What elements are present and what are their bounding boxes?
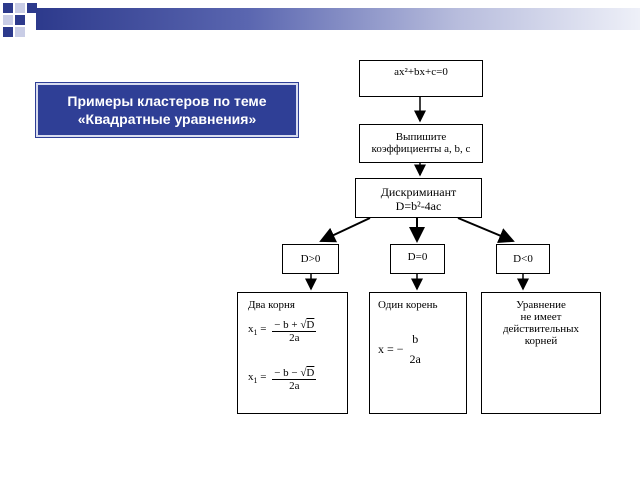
one-root-formula: x = − b 2a (378, 333, 421, 365)
no-roots-line-4: корней (524, 335, 558, 347)
no-roots-node: Уравнение не имеет действительных корней (481, 292, 601, 414)
equation-node: ax²+bx+c=0 (359, 60, 483, 97)
header-band (36, 8, 640, 30)
one-root-node: Один корень x = − b 2a (369, 292, 467, 414)
case-positive-label: D>0 (300, 253, 321, 265)
root-2-index: 1 (253, 376, 258, 386)
coefficients-line-1: Выпишите (395, 131, 447, 143)
two-roots-node: Два корня x1 = − b + √D 2a x1 = − b − √D… (237, 292, 348, 414)
root-2-equals: = (260, 371, 267, 384)
root-1-radicand: D (306, 319, 315, 331)
root-1-denominator: 2a (289, 332, 300, 344)
coefficients-line-2: коэффициенты a, b, c (371, 143, 471, 155)
one-root-numerator: b (412, 332, 419, 346)
no-roots-line-1: Уравнение (516, 299, 566, 311)
root-formula-1: x1 = − b + √D 2a (248, 319, 317, 344)
case-positive-node: D>0 (282, 244, 339, 274)
root-1-variable: x (248, 323, 254, 336)
root-1-index: 1 (253, 328, 258, 338)
discriminant-label: Дискриминант (380, 185, 457, 199)
two-roots-heading: Два корня (248, 299, 295, 311)
case-negative-label: D<0 (513, 253, 533, 265)
equation-text: ax²+bx+c=0 (394, 66, 448, 78)
coefficients-node: Выпишите коэффициенты a, b, c (359, 124, 483, 163)
root-1-equals: = (260, 323, 267, 336)
discriminant-formula: D=b²-4ac (395, 199, 442, 213)
no-roots-line-2: не имеет (520, 311, 562, 323)
one-root-denominator: 2a (409, 352, 421, 366)
slide-title-line-2: «Квадратные уравнения» (77, 111, 257, 127)
one-root-heading: Один корень (378, 299, 438, 311)
case-zero-label: D=0 (407, 251, 428, 263)
root-2-radicand: D (306, 367, 315, 379)
root-1-numerator: − b + √ (274, 319, 307, 331)
corner-decoration (3, 3, 37, 37)
slide-title: Примеры кластеров по теме «Квадратные ур… (36, 83, 298, 137)
case-zero-node: D=0 (390, 244, 445, 274)
root-formula-2: x1 = − b − √D 2a (248, 367, 317, 392)
one-root-lhs: x = − (378, 342, 404, 356)
discriminant-node: Дискриминант D=b²-4ac (355, 178, 482, 218)
case-negative-node: D<0 (496, 244, 550, 274)
root-2-numerator: − b − √ (274, 367, 307, 379)
root-2-variable: x (248, 371, 254, 384)
no-roots-line-3: действительных (502, 323, 580, 335)
slide-title-line-1: Примеры кластеров по теме (67, 93, 267, 109)
root-2-denominator: 2a (289, 380, 300, 392)
